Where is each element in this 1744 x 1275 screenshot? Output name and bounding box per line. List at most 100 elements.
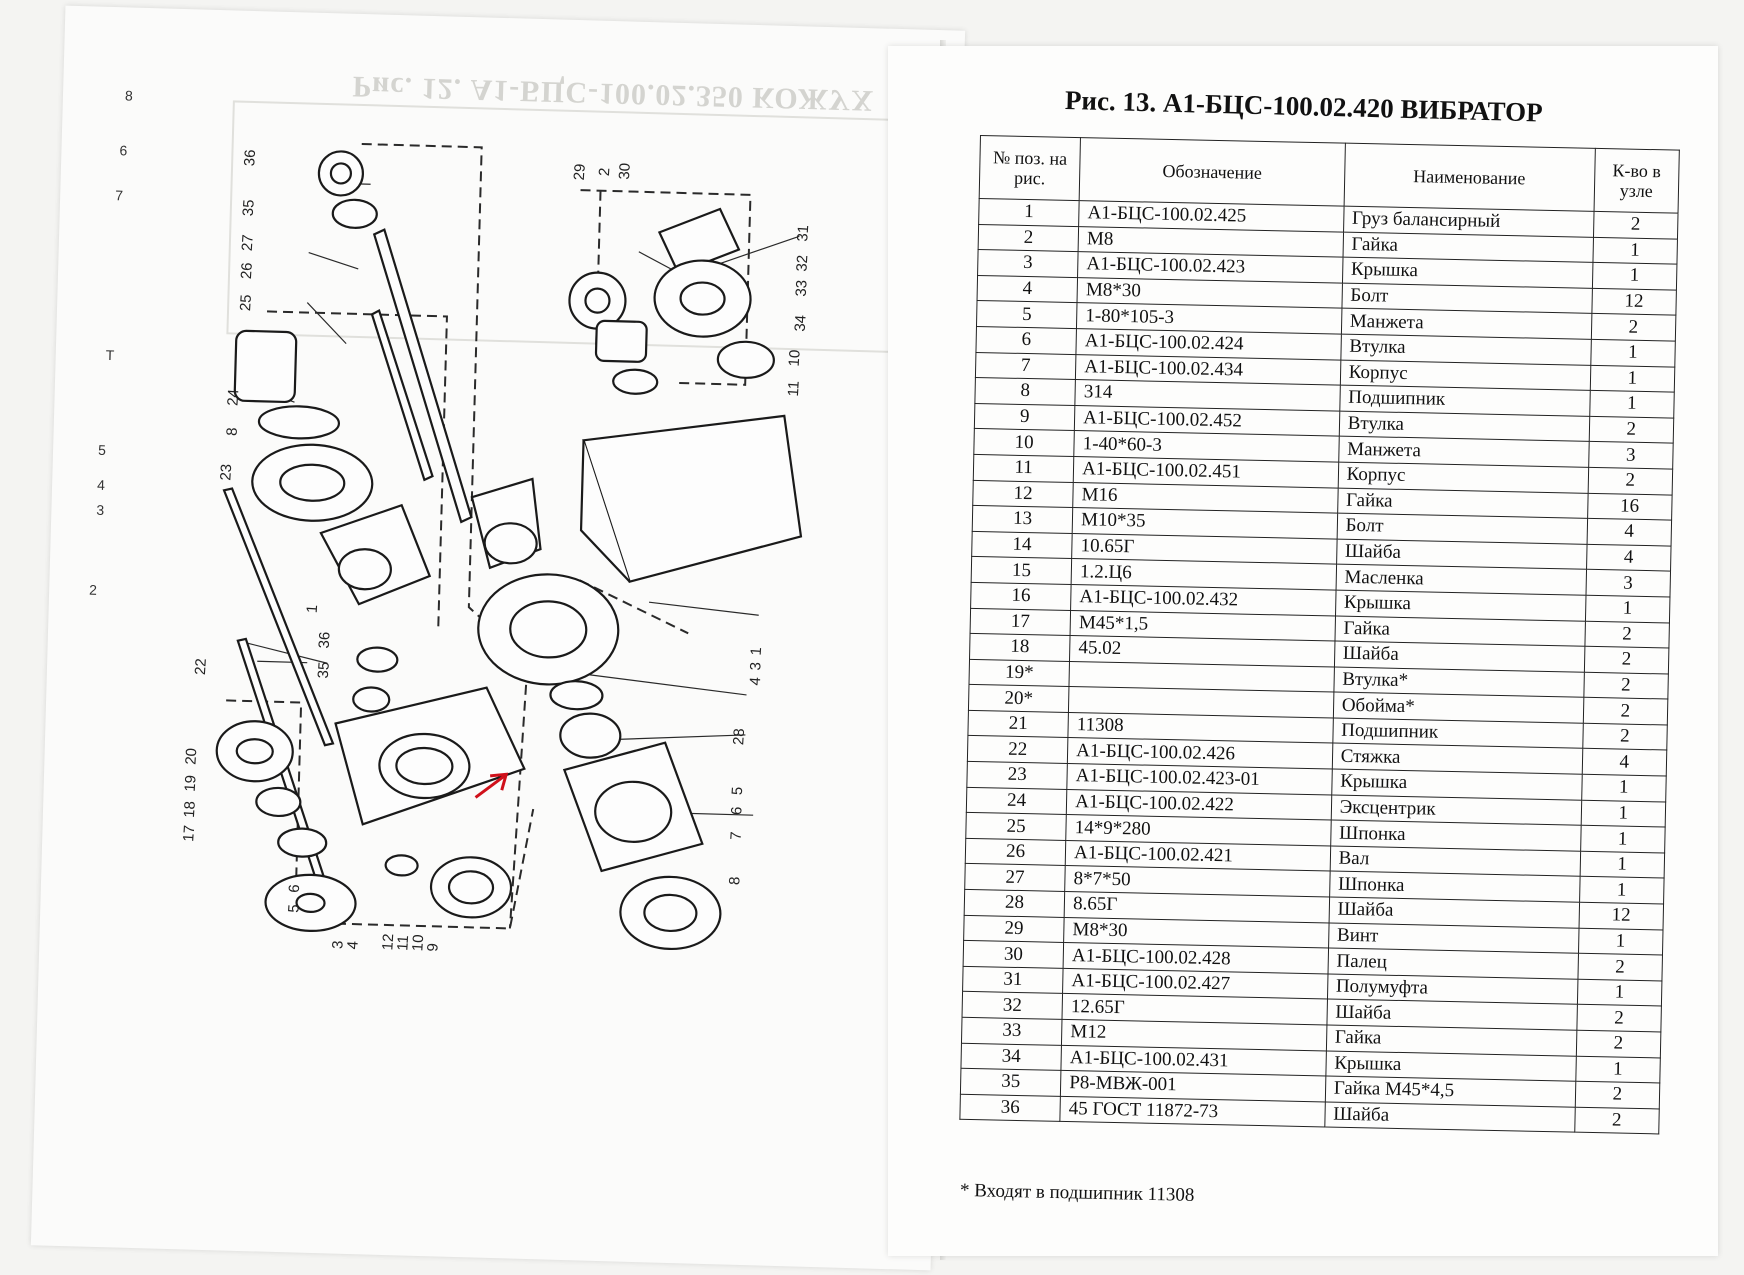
cell-position: 28 [964, 889, 1065, 918]
cell-quantity: 2 [1582, 697, 1668, 725]
cell-quantity: 1 [1589, 390, 1675, 418]
cell-position: 21 [967, 710, 1069, 738]
margin-number: 4 [96, 476, 106, 493]
position-label: 17 [180, 824, 199, 843]
position-label: 4 [746, 676, 765, 687]
cell-quantity: 1 [1579, 876, 1665, 905]
position-label: 18 [180, 800, 199, 819]
position-label: 31 [794, 224, 813, 243]
cell-quantity: 1 [1592, 236, 1678, 265]
position-label: 36 [241, 148, 260, 167]
cell-position: 17 [970, 607, 1071, 636]
position-label: 25 [237, 293, 256, 312]
cell-position: 10 [973, 428, 1075, 457]
cell-quantity: 2 [1587, 467, 1673, 495]
position-label: 26 [237, 261, 256, 280]
cell-position: 15 [971, 556, 1072, 585]
position-label: 1 [303, 604, 322, 614]
cell-quantity: 2 [1574, 1081, 1660, 1109]
position-label: 10 [785, 349, 804, 367]
cell-quantity: 2 [1576, 1004, 1662, 1032]
position-label: 24 [224, 388, 243, 407]
cell-quantity: 1 [1580, 799, 1666, 828]
cell-position: 4 [977, 275, 1078, 303]
cell-quantity: 2 [1588, 416, 1674, 444]
cell-position: 36 [959, 1094, 1061, 1122]
margin-number: 2 [88, 581, 98, 598]
position-label: 36 [315, 631, 334, 649]
cell-position: 3 [977, 249, 1079, 278]
cell-position: 32 [962, 991, 1063, 1020]
cell-position: 5 [976, 300, 1078, 329]
position-label: 8 [223, 426, 242, 437]
cell-position: 34 [960, 1042, 1062, 1071]
cell-quantity: 2 [1593, 211, 1679, 239]
position-label: 35 [239, 198, 258, 217]
cell-position: 22 [967, 735, 1069, 764]
cell-quantity: 1 [1590, 339, 1676, 367]
cell-quantity: 3 [1588, 441, 1674, 470]
cell-position: 26 [965, 838, 1066, 866]
cell-quantity: 2 [1583, 646, 1669, 674]
cell-position: 20* [968, 684, 1070, 713]
cell-quantity: 1 [1579, 851, 1665, 879]
position-label: 35 [314, 661, 333, 679]
exploded-view-drawing [215, 143, 803, 951]
column-header-quantity: К-во в узле [1593, 148, 1680, 214]
position-label: 33 [792, 279, 811, 298]
red-arrow-icon [474, 772, 509, 799]
cell-quantity: 1 [1591, 262, 1677, 290]
cell-position: 30 [963, 940, 1064, 969]
parts-table-wrapper: № поз. на рис. Обозначение Наименование … [959, 135, 1680, 1135]
parts-table: № поз. на рис. Обозначение Наименование … [959, 135, 1680, 1135]
right-page [888, 46, 1718, 1256]
cell-position: 1 [978, 198, 1080, 227]
cell-position: 31 [962, 966, 1064, 994]
position-label: 6 [728, 806, 746, 816]
cell-quantity: 2 [1582, 723, 1668, 751]
position-label: 7 [727, 831, 745, 841]
cell-position: 8 [974, 377, 1076, 406]
cell-position: 6 [975, 326, 1077, 355]
position-label: 20 [182, 747, 201, 766]
cell-position: 29 [963, 914, 1065, 943]
position-label: 28 [730, 727, 749, 746]
position-label: 2 [595, 167, 614, 177]
cell-position: 7 [975, 352, 1077, 380]
cell-quantity: 2 [1577, 953, 1663, 981]
cell-quantity: 3 [1585, 569, 1671, 597]
position-label: 11 [784, 380, 803, 397]
cell-position: 27 [964, 863, 1066, 892]
position-label: 23 [217, 463, 236, 482]
position-label: 27 [238, 233, 257, 252]
position-label: 5 [285, 903, 303, 914]
cell-position: 24 [966, 787, 1067, 815]
position-label: 34 [791, 314, 810, 333]
column-header-position: № поз. на рис. [979, 135, 1081, 201]
cell-position: 33 [961, 1017, 1063, 1046]
cell-quantity: 1 [1575, 1055, 1661, 1084]
cell-quantity: 2 [1575, 1030, 1661, 1058]
position-label: 3 [747, 661, 765, 672]
cell-quantity: 4 [1586, 518, 1672, 546]
cell-position: 12 [972, 479, 1074, 508]
position-label: 19 [181, 774, 200, 793]
cell-quantity: 1 [1578, 927, 1664, 956]
cell-quantity: 12 [1578, 902, 1664, 930]
cell-position: 25 [965, 812, 1067, 841]
column-header-name: Наименование [1343, 143, 1595, 212]
cell-position: 13 [972, 505, 1073, 534]
cell-quantity: 2 [1574, 1106, 1660, 1135]
cell-position: 2 [978, 224, 1079, 252]
left-page: Рис. 12. А1-БЦС-100.02.350 КОЖУХ [30, 5, 966, 1271]
position-label: 5 [728, 786, 747, 796]
cell-designation: 45 ГОСТ 11872-73 [1060, 1096, 1326, 1128]
margin-number: T [105, 346, 115, 364]
cell-quantity: 4 [1586, 544, 1672, 572]
cell-position: 9 [974, 403, 1076, 431]
cell-quantity: 2 [1583, 671, 1669, 700]
cell-quantity: 16 [1587, 492, 1673, 521]
position-label: 29 [570, 163, 589, 181]
position-label: 22 [191, 657, 210, 676]
